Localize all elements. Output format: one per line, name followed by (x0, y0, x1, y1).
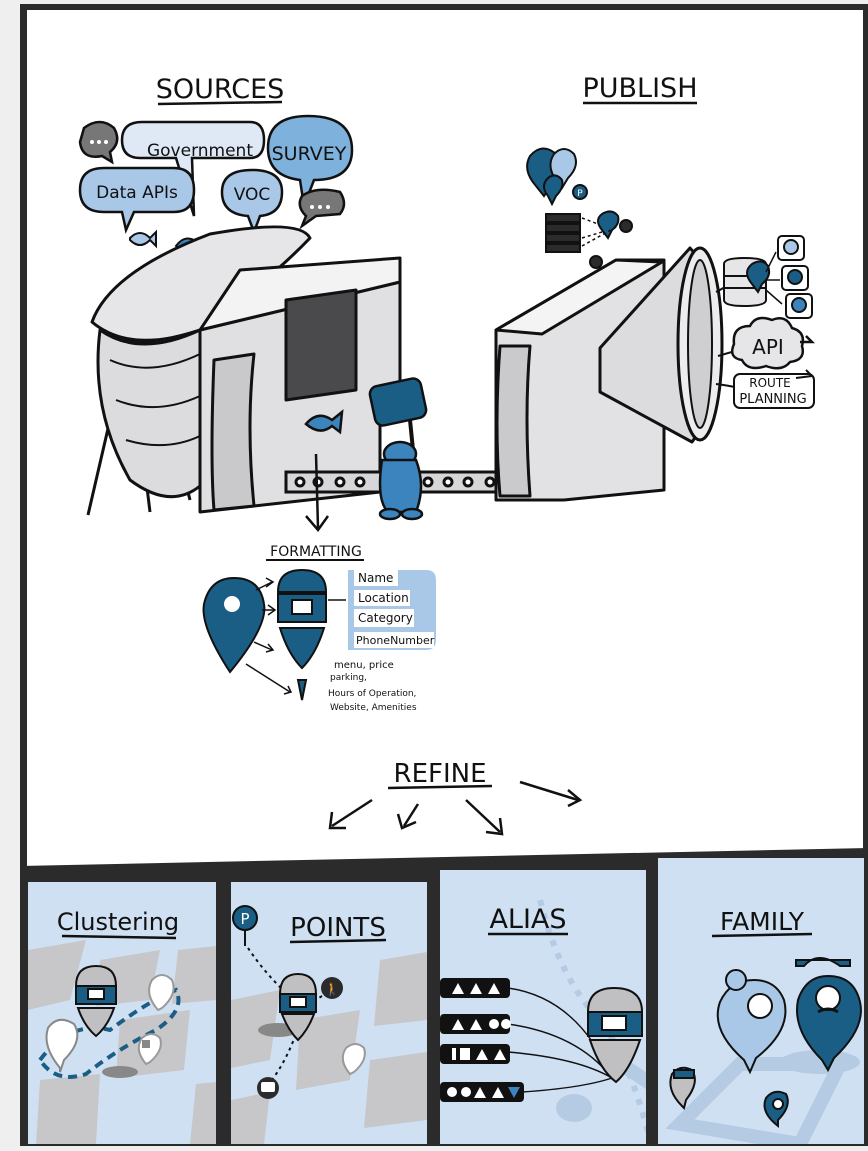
output-icons (723, 235, 813, 319)
formatting-heading: FORMATTING (266, 544, 364, 561)
svg-text:FORMATTING: FORMATTING (270, 544, 362, 560)
map-pin-icon (45, 1018, 79, 1073)
bus-icon (589, 255, 603, 269)
fish-icon (304, 409, 344, 435)
map-pin-icon (783, 239, 799, 255)
svg-text:Government: Government (147, 141, 253, 161)
panel-clustering: Clustering (28, 882, 216, 1144)
points-heading: POINTS (290, 913, 386, 943)
map-pin-icon (796, 974, 862, 1073)
down-arrow (305, 453, 330, 533)
svg-text:🚶: 🚶 (325, 982, 340, 996)
clustering-heading: Clustering (57, 908, 179, 936)
svg-text:VOC: VOC (234, 185, 271, 205)
svg-text:P: P (240, 910, 249, 928)
map-pin-icon (148, 974, 175, 1012)
chat-bubble-icon (78, 120, 119, 165)
svg-text:PhoneNumber: PhoneNumber (356, 634, 435, 647)
parking-icon (572, 184, 588, 200)
svg-text:parking,: parking, (330, 673, 367, 683)
svg-text:Hours of Operation,: Hours of Operation, (328, 689, 416, 699)
source-bubbles: Government SURVEY Data APIs VOC (78, 114, 354, 236)
ingest-machine (86, 225, 402, 516)
alias-heading: ALIAS (489, 904, 566, 935)
svg-text:API: API (752, 335, 784, 359)
map-pin-icon (791, 297, 807, 313)
formatting-extras: menu, price parking, Hours of Operation,… (328, 660, 417, 713)
publish-icon-cluster: P (526, 147, 633, 269)
api-cloud: API (731, 316, 816, 370)
svg-text:menu, price: menu, price (334, 660, 394, 671)
survey-bubble: SURVEY (266, 114, 354, 211)
route-planning-label: ROUTE PLANNING (733, 369, 815, 409)
svg-text:PUBLISH: PUBLISH (582, 73, 697, 104)
panel-family: FAMILY (658, 858, 864, 1144)
data-apis-bubble: Data APIs (78, 166, 196, 234)
publish-heading: PUBLISH (582, 73, 698, 105)
worker-with-hammer (368, 377, 428, 521)
fish-icon (129, 229, 157, 249)
svg-text:Website, Amenities: Website, Amenities (330, 703, 417, 713)
svg-text:P: P (577, 189, 583, 199)
panel-points: P 🚶 POINTS (231, 882, 427, 1144)
voc-bubble: VOC (220, 168, 284, 236)
refine-section: REFINE (328, 759, 583, 836)
svg-text:Location: Location (358, 591, 409, 605)
government-bubble: Government (120, 120, 266, 217)
map-pin-icon (746, 260, 771, 294)
family-heading: FAMILY (720, 907, 805, 936)
pedestrian-icon (321, 977, 343, 999)
parking-icon: P (232, 905, 258, 946)
server-icon (545, 213, 581, 253)
svg-text:ROUTE: ROUTE (749, 376, 790, 390)
chat-bubble-icon (298, 188, 346, 230)
publish-machine (494, 246, 749, 502)
formatting-fields-list: Name Location Category PhoneNumber (354, 570, 435, 648)
map-pin-icon (543, 174, 564, 207)
svg-text:SOURCES: SOURCES (156, 74, 285, 105)
alias-token-rows (440, 978, 524, 1102)
refine-heading: REFINE (394, 759, 487, 789)
map-pin-icon (202, 576, 266, 674)
map-pin-icon (341, 1043, 366, 1076)
svg-text:Data APIs: Data APIs (96, 183, 178, 203)
svg-text:PLANNING: PLANNING (739, 392, 806, 407)
svg-text:SURVEY: SURVEY (272, 143, 347, 165)
sources-heading: SOURCES (156, 74, 285, 106)
svg-text:Category: Category (358, 611, 413, 625)
pedestrian-icon (619, 219, 633, 233)
panel-alias: ALIAS (440, 870, 646, 1144)
parking-icon (787, 269, 803, 285)
map-pin-icon (597, 210, 620, 240)
formatting-section: FORMATTING Name Location (202, 544, 436, 713)
svg-text:Name: Name (358, 571, 393, 585)
